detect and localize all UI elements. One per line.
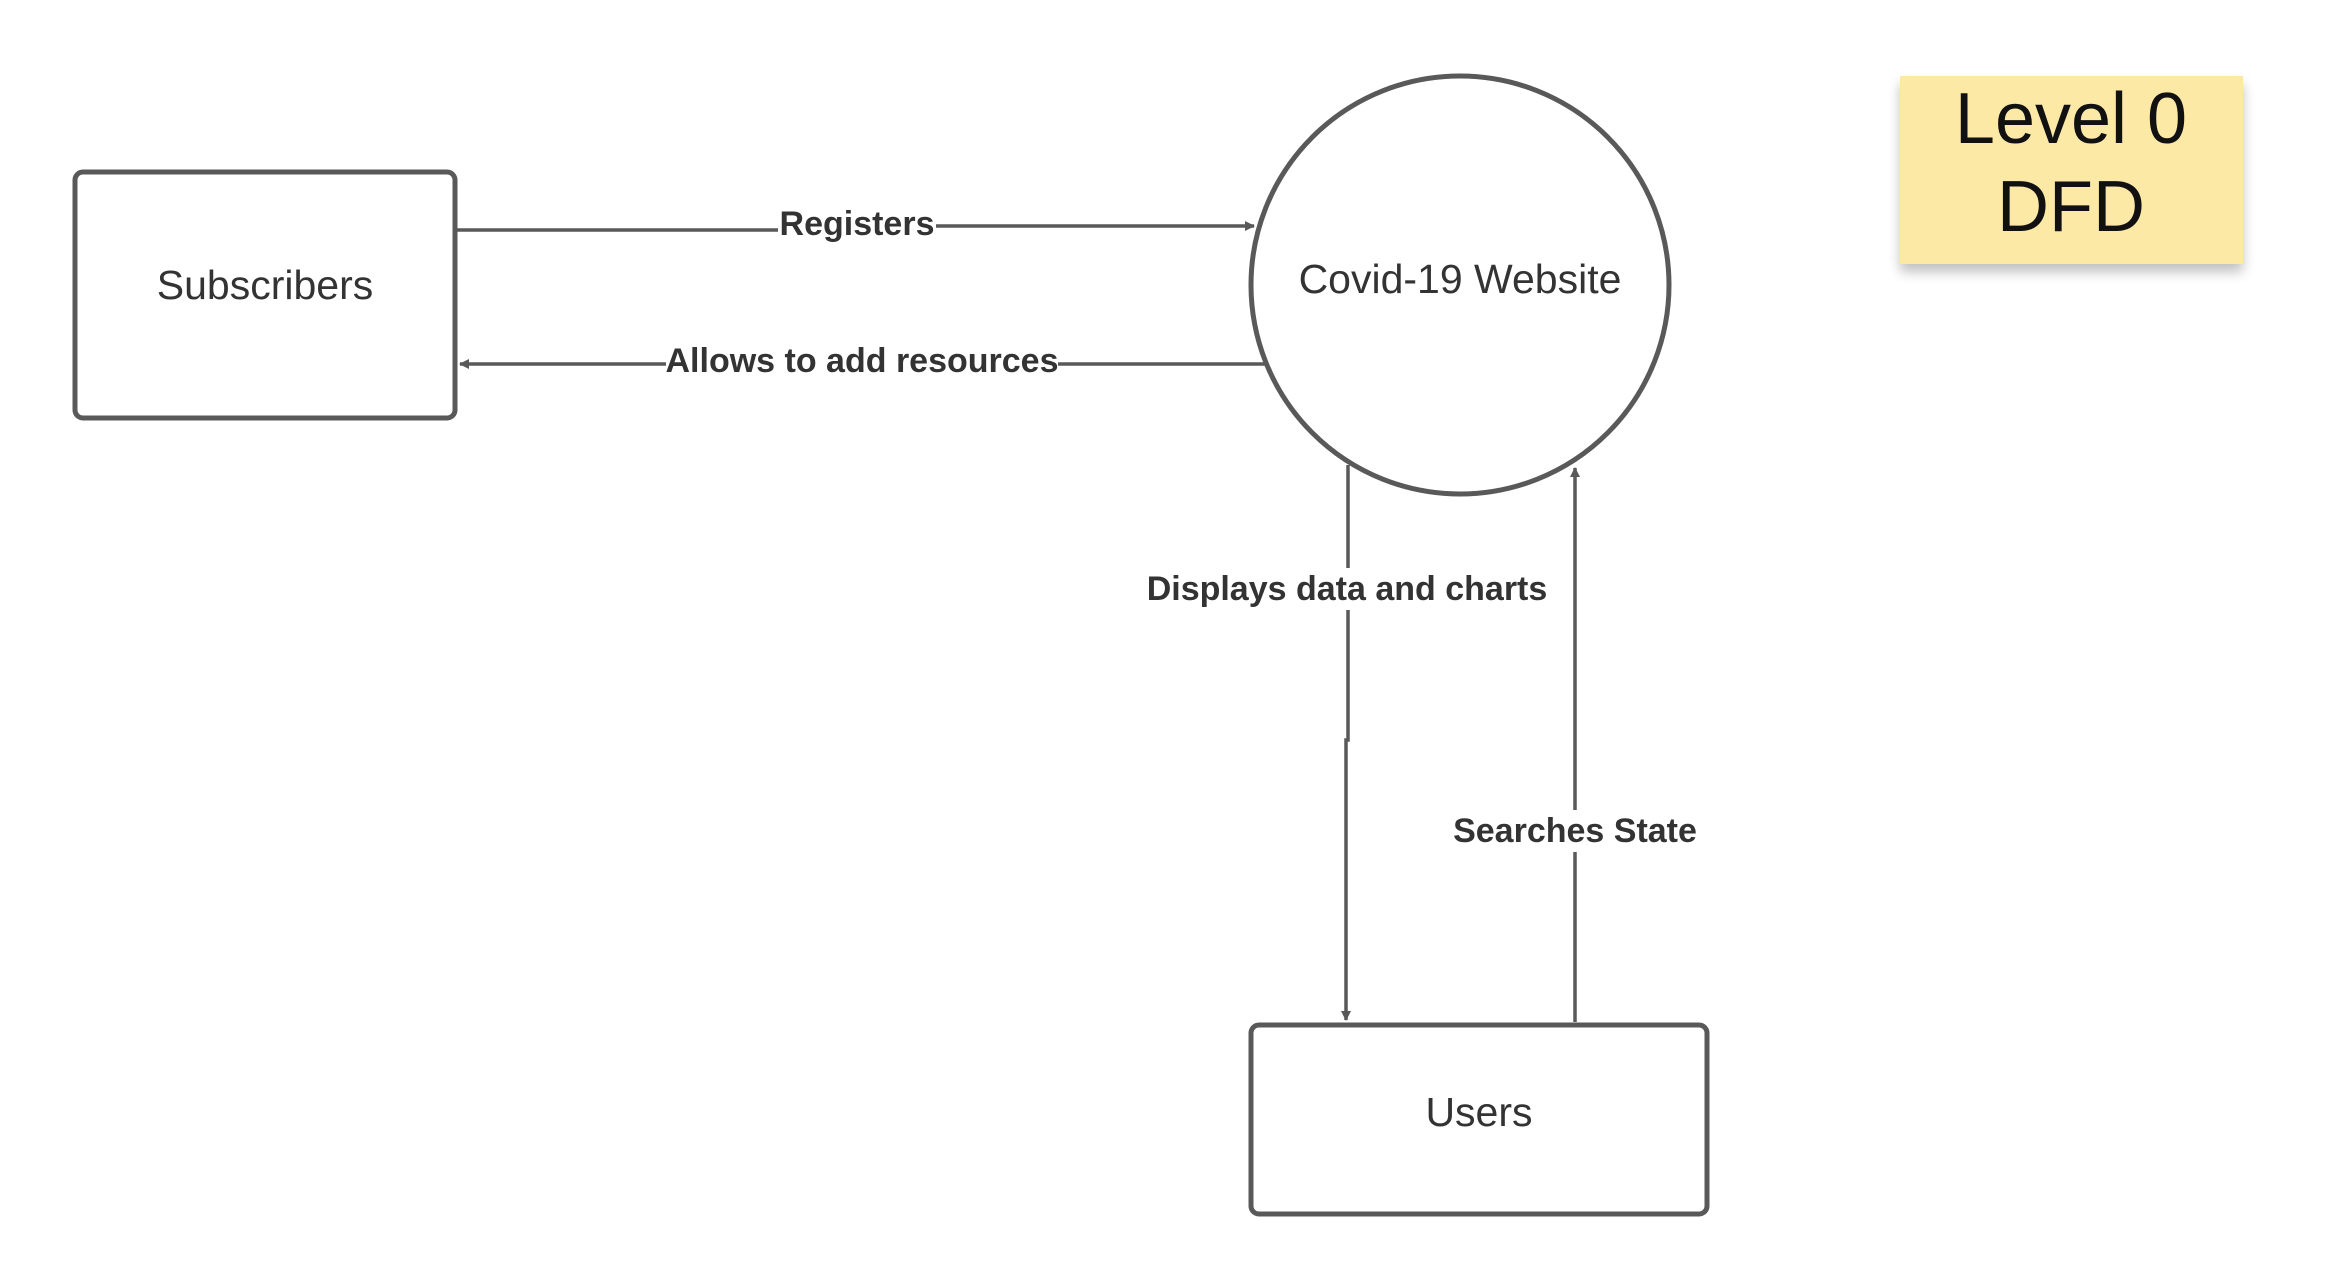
note-background (1900, 76, 2243, 264)
note-title-line1: Level 0 (1955, 79, 2187, 159)
note-title-line2: DFD (1997, 167, 2145, 247)
allows-label-bg (666, 342, 1058, 382)
website-label: Covid-19 Website (1299, 256, 1622, 302)
flow-searches-state[interactable]: Searches State (1452, 467, 1698, 1022)
website-circle (1248, 73, 1672, 497)
level-note[interactable]: Level 0 DFD (1900, 76, 2243, 264)
subscribers-box (72, 169, 458, 421)
searches-label-bg (1452, 810, 1698, 852)
flow-allows-resources[interactable]: Allows to add resources (459, 342, 1265, 382)
subscribers-entity[interactable]: Subscribers (72, 169, 458, 421)
website-process[interactable]: Covid-19 Website (1248, 73, 1672, 497)
searches-label: Searches State (1453, 812, 1697, 850)
displays-label-bg (1146, 568, 1548, 610)
displays-label: Displays data and charts (1147, 570, 1548, 608)
subscribers-label: Subscribers (157, 262, 373, 308)
flow-registers[interactable]: Registers (457, 204, 1255, 244)
allows-label: Allows to add resources (666, 342, 1059, 380)
displays-arrow (1341, 465, 1351, 1021)
registers-label-bg (778, 204, 936, 244)
flow-displays-data[interactable]: Displays data and charts (1146, 465, 1548, 1021)
users-label: Users (1425, 1089, 1532, 1135)
users-box (1248, 1022, 1710, 1217)
users-entity[interactable]: Users (1248, 1022, 1710, 1217)
registers-label: Registers (780, 205, 935, 243)
